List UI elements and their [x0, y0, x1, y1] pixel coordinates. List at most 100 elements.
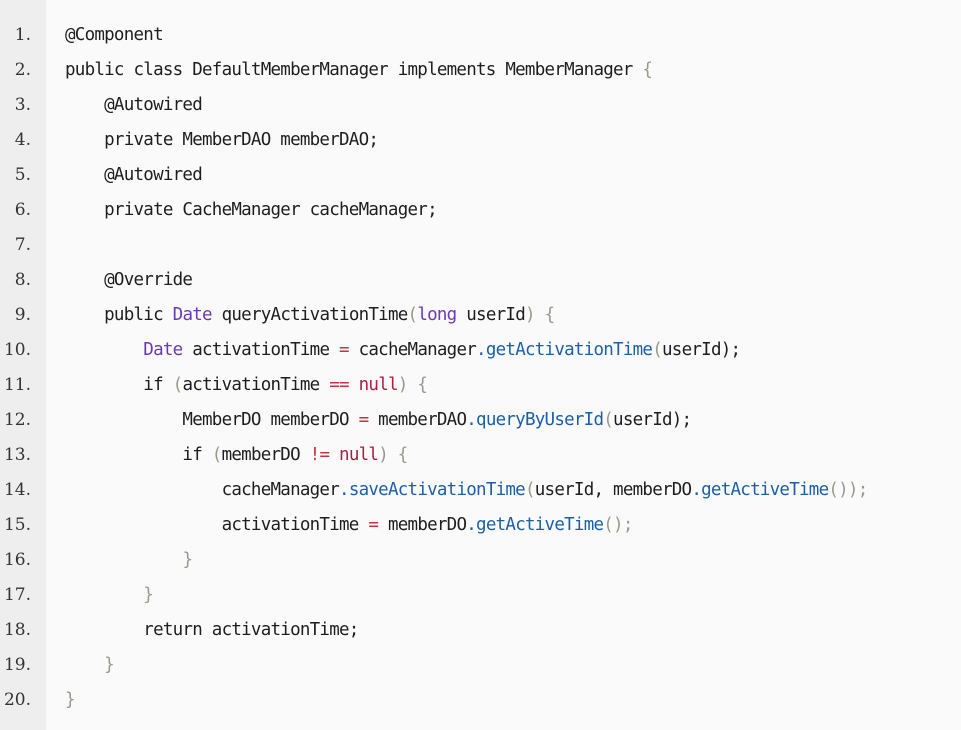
- code-token: =: [358, 410, 370, 430]
- code-token: ==: [329, 375, 349, 395]
- code-line: 8. @Override: [0, 263, 961, 298]
- code-token: cacheManager: [65, 480, 340, 500]
- line-number: 18.: [3, 620, 31, 640]
- code-token: Date: [172, 305, 213, 325]
- code-token: {: [642, 60, 653, 80]
- code-text: @Component: [65, 18, 164, 53]
- code-text: activationTime = memberDO.getActiveTime(…: [65, 508, 634, 543]
- code-line: 14. cacheManager.saveActivationTime(user…: [0, 473, 961, 508]
- code-line: 13. if (memberDO != null) {: [0, 438, 961, 473]
- code-token: ) {: [397, 375, 428, 395]
- code-line: 4. private MemberDAO memberDAO;: [0, 123, 961, 158]
- code-token: !=: [309, 445, 330, 465]
- line-number: 7.: [14, 235, 31, 255]
- code-token: ) {: [378, 445, 408, 465]
- code-text: public Date queryActivationTime(long use…: [65, 298, 555, 333]
- code-token: if: [65, 375, 173, 395]
- line-number: 4.: [14, 130, 31, 150]
- code-token: userId: [613, 410, 672, 430]
- line-number: 13.: [3, 445, 31, 465]
- line-number: 9.: [14, 305, 31, 325]
- code-line: 7.: [0, 228, 961, 263]
- line-number: 12.: [3, 410, 31, 430]
- code-token: queryActivationTime: [211, 305, 409, 325]
- code-token: );: [720, 340, 741, 360]
- code-token: userId, memberDO: [534, 480, 692, 500]
- line-number: 3.: [14, 95, 31, 115]
- code-line: 16. }: [0, 543, 961, 578]
- code-token: userId: [456, 305, 525, 325]
- code-line: 18. return activationTime;: [0, 613, 961, 648]
- line-number: 15.: [3, 515, 31, 535]
- code-token: null: [339, 445, 379, 465]
- code-text: }: [65, 648, 115, 683]
- code-line: 3. @Autowired: [0, 88, 961, 123]
- code-line: 9. public Date queryActivationTime(long …: [0, 298, 961, 333]
- code-token: activationTime: [182, 340, 340, 360]
- code-text: @Override: [65, 263, 193, 298]
- code-token: @Autowired: [65, 95, 203, 115]
- code-token: public class DefaultMemberManager implem…: [65, 60, 643, 80]
- code-token: getActiveTime: [476, 515, 604, 535]
- line-number: 20.: [3, 690, 31, 710]
- code-text: private CacheManager cacheManager;: [65, 193, 437, 228]
- code-token: }: [65, 690, 76, 710]
- code-token: .: [691, 480, 702, 500]
- line-number: 1.: [14, 25, 31, 45]
- line-number: 10.: [3, 340, 31, 360]
- code-token: private CacheManager cacheManager;: [65, 200, 437, 220]
- line-number: 6.: [14, 200, 31, 220]
- code-token: queryByUserId: [476, 410, 604, 430]
- code-token: (: [211, 445, 223, 465]
- code-token: cacheManager: [348, 340, 477, 360]
- line-number: 8.: [14, 270, 31, 290]
- code-token: [65, 585, 143, 605]
- code-token: activationTime: [182, 375, 330, 395]
- code-token: return activationTime;: [65, 620, 359, 640]
- line-number: 11.: [3, 375, 31, 395]
- code-text: cacheManager.saveActivationTime(userId, …: [65, 473, 869, 508]
- code-token: .: [466, 515, 477, 535]
- code-text: }: [65, 683, 76, 718]
- code-text: if (activationTime == null) {: [65, 368, 428, 403]
- code-token: ();: [603, 515, 633, 535]
- code-token: @Override: [65, 270, 193, 290]
- code-line: 5. @Autowired: [0, 158, 961, 193]
- line-number: 17.: [3, 585, 31, 605]
- code-token: [329, 445, 339, 465]
- code-text: @Autowired: [65, 158, 203, 193]
- code-token: [65, 655, 104, 675]
- code-text: return activationTime;: [65, 613, 359, 648]
- code-text: @Autowired: [65, 88, 203, 123]
- code-token: .: [339, 480, 350, 500]
- code-line: 1. @Component: [0, 18, 961, 53]
- code-token: [65, 550, 182, 570]
- code-token: null: [358, 375, 399, 395]
- code-line: 6. private CacheManager cacheManager;: [0, 193, 961, 228]
- code-token: ());: [828, 480, 868, 500]
- line-number: 19.: [3, 655, 31, 675]
- code-token: [65, 340, 143, 360]
- code-token: memberDAO: [368, 410, 467, 430]
- code-line: 11. if (activationTime == null) {: [0, 368, 961, 403]
- code-line: 19. }: [0, 648, 961, 683]
- code-token: activationTime: [65, 515, 369, 535]
- code-token: @Autowired: [65, 165, 203, 185]
- code-token: private MemberDAO memberDAO;: [65, 130, 379, 150]
- code-text: }: [65, 543, 193, 578]
- code-text: }: [65, 578, 154, 613]
- code-token: getActivationTime: [485, 340, 653, 360]
- code-text: Date activationTime = cacheManager.getAc…: [65, 333, 741, 368]
- code-line: 10. Date activationTime = cacheManager.g…: [0, 333, 961, 368]
- line-number: 5.: [14, 165, 31, 185]
- code-line: 20.}: [0, 683, 961, 718]
- code-token: public: [65, 305, 173, 325]
- code-token: long: [417, 305, 457, 325]
- code-line: 12. MemberDO memberDO = memberDAO.queryB…: [0, 403, 961, 438]
- code-text: private MemberDAO memberDAO;: [65, 123, 379, 158]
- code-text: public class DefaultMemberManager implem…: [65, 53, 653, 88]
- code-token: );: [671, 410, 692, 430]
- code-token: (: [603, 410, 614, 430]
- line-number-gutter: [0, 0, 46, 730]
